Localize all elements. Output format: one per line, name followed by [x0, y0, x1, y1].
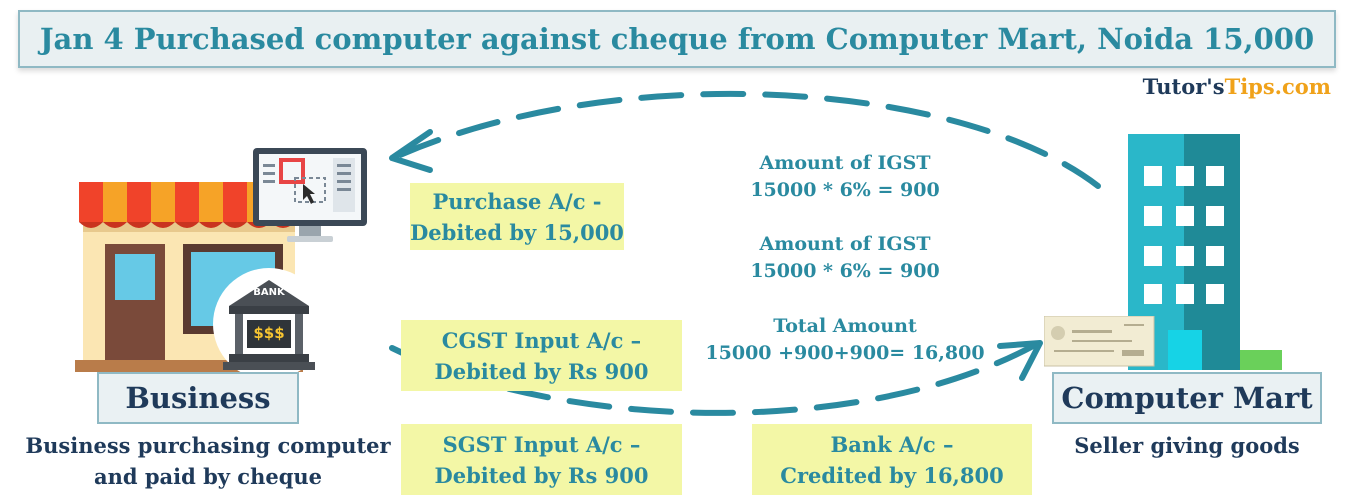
bank-dollar-sign: $$$ — [253, 324, 285, 342]
cheque-icon — [1044, 316, 1155, 367]
bank-account-note: Bank A/c – Credited by 16,800 — [752, 424, 1032, 495]
sgst-input-note: SGST Input A/c – Debited by Rs 900 — [401, 424, 682, 495]
igst1-line1: Amount of IGST — [759, 152, 931, 174]
business-label: Business — [97, 372, 299, 424]
igst-calc-1: Amount of IGST 15000 * 6% = 900 — [700, 150, 990, 204]
total-amount-calc: Total Amount 15000 +900+900= 16,800 — [690, 313, 1000, 367]
igst1-line2: 15000 * 6% = 900 — [750, 179, 940, 201]
igst2-line2: 15000 * 6% = 900 — [750, 260, 940, 282]
cgst-input-note: CGST Input A/c – Debited by Rs 900 — [401, 320, 682, 391]
sgst-line2: Debited by Rs 900 — [434, 462, 649, 488]
brand-logo: Tutor'sTips.com — [1143, 74, 1331, 99]
top-arrowhead — [389, 129, 433, 173]
bank-icon: BANK $$$ — [213, 268, 325, 380]
cgst-line1: CGST Input A/c – — [441, 327, 642, 353]
sgst-line1: SGST Input A/c – — [442, 431, 641, 457]
bottom-arrowhead — [997, 340, 1043, 381]
total-line1: Total Amount — [773, 315, 917, 337]
cgst-line2: Debited by Rs 900 — [434, 358, 649, 384]
bank-line2: Credited by 16,800 — [780, 462, 1004, 488]
brand-part1: Tutor's — [1142, 74, 1225, 99]
total-line2: 15000 +900+900= 16,800 — [705, 342, 985, 364]
bank-line1: Bank A/c – — [830, 431, 954, 457]
igst2-line1: Amount of IGST — [759, 233, 931, 255]
page-title: Jan 4 Purchased computer against cheque … — [18, 10, 1336, 68]
computer-mart-label: Computer Mart — [1052, 372, 1322, 424]
seller-description: Seller giving goods — [1074, 433, 1300, 458]
purchase-line1: Purchase A/c - — [432, 188, 602, 214]
bank-sign: BANK — [253, 287, 285, 298]
top-dashed-arrow — [397, 90, 1101, 189]
brand-part2: Tips.com — [1224, 74, 1331, 99]
bank-building-shape — [223, 280, 315, 370]
business-description: Business purchasing computer and paid by… — [18, 430, 398, 492]
business-desc-line2: and paid by cheque — [93, 464, 323, 489]
building-icon — [1128, 134, 1282, 370]
purchase-account-note: Purchase A/c - Debited by 15,000 — [410, 183, 624, 250]
igst-calc-2: Amount of IGST 15000 * 6% = 900 — [700, 231, 990, 285]
computer-monitor-icon — [253, 148, 367, 242]
purchase-line2: Debited by 15,000 — [410, 219, 624, 245]
business-desc-line1: Business purchasing computer — [25, 433, 391, 458]
